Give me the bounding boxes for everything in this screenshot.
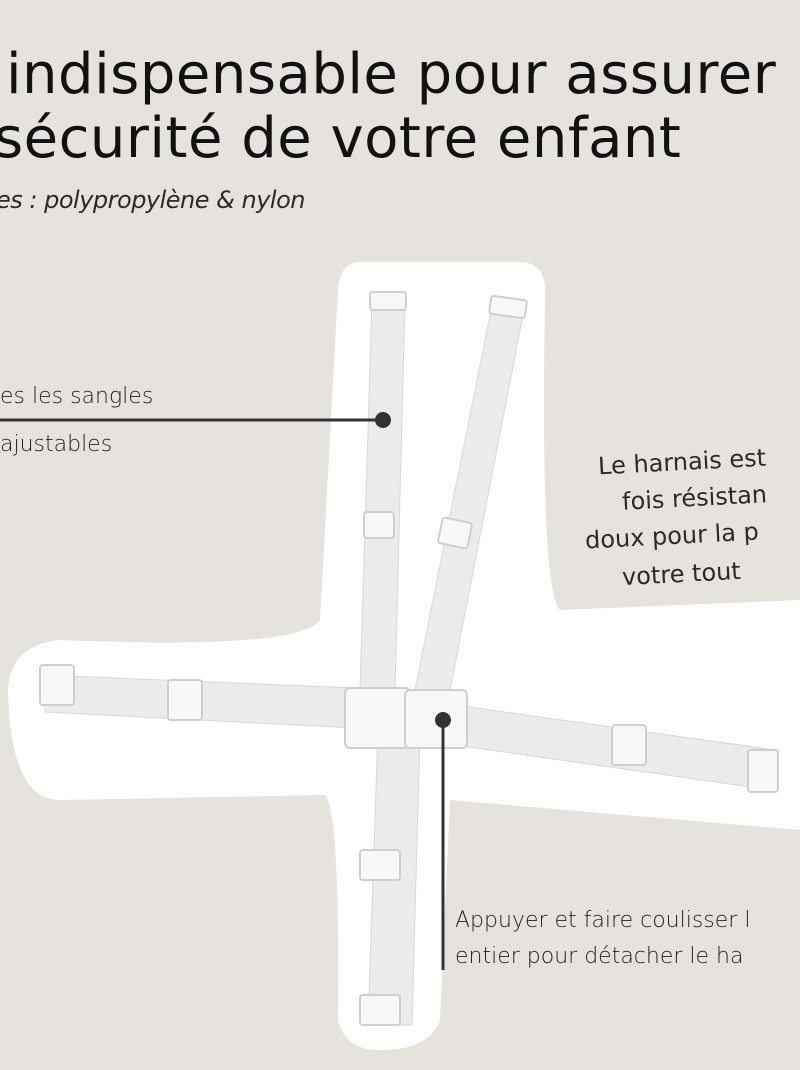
headline-line-1: indispensable pour assurer: [6, 42, 777, 107]
white-cutout-shape: [8, 262, 800, 1050]
buckle-callout-line1: Appuyer et faire coulisser l: [455, 908, 751, 933]
straps-callout-line1: es les sangles: [0, 384, 154, 409]
buckle-callout-dot: [435, 712, 451, 728]
straps-callout-line2: ajustables: [0, 432, 113, 457]
headline-line-2: sécurité de votre enfant: [0, 106, 682, 171]
straps-callout-dot: [375, 412, 391, 428]
buckle-callout-line2: entier pour détacher le ha: [455, 944, 744, 969]
materials-subtitle: es : polypropylène & nylon: [0, 186, 305, 214]
